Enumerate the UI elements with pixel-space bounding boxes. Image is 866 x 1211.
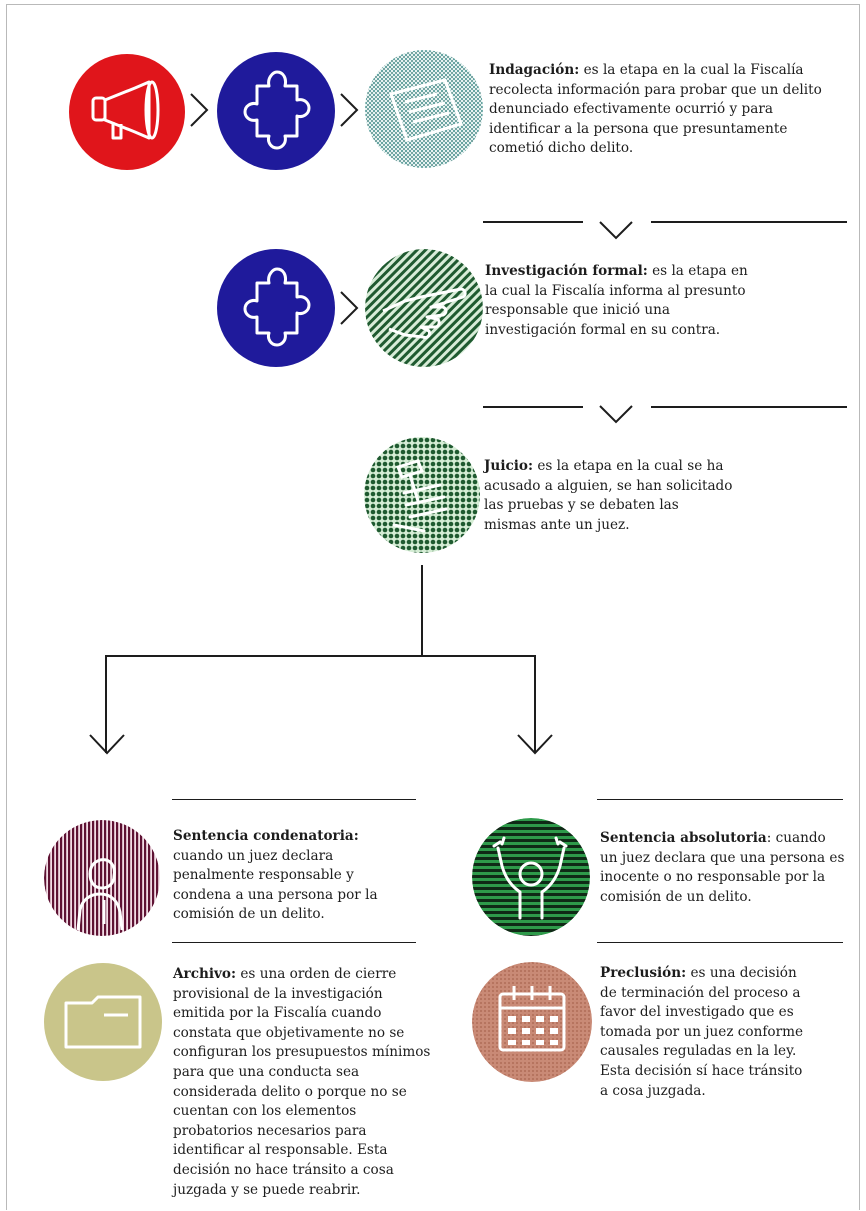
outcome-condenatoria-title: Sentencia condenatoria:	[173, 828, 359, 844]
pointing-hand-icon	[365, 249, 483, 367]
arrow-down-icon	[516, 732, 554, 756]
outcome-condenatoria-description: cuando un juez declara penalmente respon…	[173, 847, 378, 923]
outcome-divider	[172, 799, 416, 800]
outcome-divider	[597, 942, 843, 943]
folder-icon	[44, 963, 162, 1081]
arrow-down-icon	[88, 732, 126, 756]
branch-horizontal-line	[105, 655, 536, 657]
outcome-divider	[172, 942, 416, 943]
stage-investigacion-description: es la etapa en la cual la Fiscalía infor…	[485, 263, 748, 338]
branch-left-line	[105, 655, 107, 753]
chevron-right-icon	[188, 92, 210, 128]
stage-juicio-text: Juicio: es la etapa en la cual se ha acu…	[484, 457, 734, 535]
divider-line-right	[651, 221, 847, 223]
stage-investigacion-title: Investigación formal:	[485, 263, 648, 279]
stage-investigacion-text: Investigación formal: es la etapa en la …	[485, 262, 755, 340]
calendar-icon	[472, 962, 592, 1082]
outcome-archivo-title: Archivo:	[173, 966, 237, 982]
chevron-right-icon	[338, 290, 360, 326]
stage-indagacion-description: es la etapa en la cual la Fiscalía recol…	[489, 62, 822, 157]
outcome-divider	[597, 799, 843, 800]
stage-indagacion-text: Indagación: es la etapa en la cual la Fi…	[489, 61, 829, 159]
celebrating-person-icon	[472, 818, 590, 936]
megaphone-icon	[69, 54, 185, 170]
page-frame	[6, 4, 860, 1210]
chevron-down-icon	[598, 403, 634, 425]
person-icon	[44, 820, 160, 936]
outcome-preclusion-text: Preclusión: es una decisión de terminaci…	[600, 964, 810, 1101]
divider-line-right	[651, 406, 847, 408]
chevron-down-icon	[598, 219, 634, 241]
chevron-right-icon	[338, 92, 360, 128]
outcome-archivo-text: Archivo: es una orden de cierre provisio…	[173, 965, 435, 1200]
puzzle-icon	[217, 249, 335, 367]
stage-juicio-title: Juicio:	[484, 458, 534, 474]
outcome-condenatoria-text: Sentencia condenatoria: cuando un juez d…	[173, 827, 413, 925]
outcome-absolutoria-title: Sentencia absolutoria	[600, 830, 767, 846]
document-icon	[365, 50, 483, 168]
outcome-preclusion-title: Preclusión:	[600, 965, 687, 981]
stage-indagacion-title: Indagación:	[489, 62, 580, 78]
divider-line-left	[483, 406, 583, 408]
branch-right-line	[534, 655, 536, 753]
stage-juicio-description: es la etapa en la cual se ha acusado a a…	[484, 458, 733, 533]
outcome-archivo-description: es una orden de cierre provisional de la…	[173, 966, 431, 1198]
outcome-absolutoria-description: : cuando un juez declara que una persona…	[600, 830, 845, 905]
outcome-preclusion-description: es una decisión de terminación del proce…	[600, 965, 804, 1099]
puzzle-icon	[217, 52, 335, 170]
judgment-icon	[364, 437, 480, 553]
outcome-absolutoria-text: Sentencia absolutoria: cuando un juez de…	[600, 829, 845, 907]
branch-stem-line	[421, 565, 423, 657]
divider-line-left	[483, 221, 583, 223]
